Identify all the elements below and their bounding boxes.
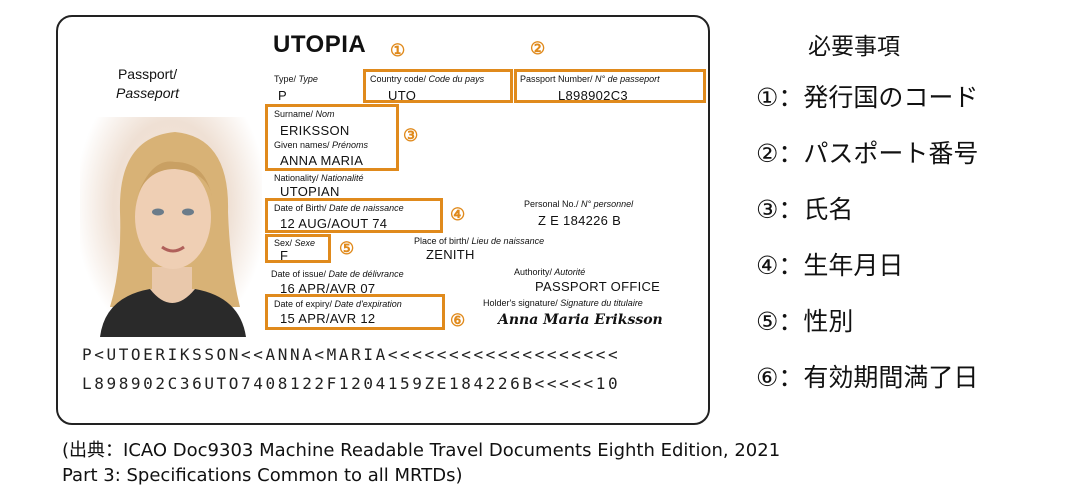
source-line-1: (出典：ICAO Doc9303 Machine Readable Travel… — [62, 440, 781, 461]
marker-4: ④ — [450, 205, 466, 224]
personal-no-label: Personal No./ N° personnel — [524, 199, 634, 209]
authority-value: PASSPORT OFFICE — [535, 279, 661, 294]
doc-title-en: Passport/ — [117, 66, 178, 82]
issuing-state-name: UTOPIA — [273, 31, 367, 58]
holder-signature: Anna Maria Eriksson — [498, 312, 663, 328]
requirement-item: ⑤：性別 — [756, 307, 854, 336]
place-of-birth-value: ZENITH — [426, 247, 475, 262]
passport-specimen: Passport/ Passeport UTOPIA ① ② Type/ Typ… — [56, 15, 710, 425]
sex-value: F — [280, 248, 289, 263]
expiry-highlight — [265, 294, 445, 330]
surname-value: ERIKSSON — [280, 123, 350, 138]
mrz-line-2: L898902C36UTO7408122F1204159ZE184226B<<<… — [82, 374, 621, 393]
marker-6: ⑥ — [450, 311, 466, 330]
type-label: Type/ Type — [274, 74, 318, 84]
passport-number-label: Passport Number/ N° de passeport — [520, 74, 660, 84]
given-names-label: Given names/ Prénoms — [274, 140, 369, 150]
marker-3: ③ — [403, 126, 419, 145]
place-of-birth-label: Place of birth/ Lieu de naissance — [414, 236, 545, 246]
sex-label: Sex/ Sexe — [274, 238, 316, 248]
requirements-title: 必要事項 — [808, 34, 900, 60]
source-line-2: Part 3: Specifications Common to all MRT… — [62, 465, 463, 486]
nationality-label: Nationality/ Nationalité — [274, 173, 364, 183]
requirement-item: ③：氏名 — [756, 195, 854, 224]
mrz-line-1: P<UTOERIKSSON<<ANNA<MARIA<<<<<<<<<<<<<<<… — [82, 345, 621, 364]
marker-1: ① — [390, 41, 406, 60]
surname-label: Surname/ Nom — [274, 109, 335, 119]
document-title: Passport/ Passeport — [116, 65, 179, 103]
given-names-value: ANNA MARIA — [280, 153, 364, 168]
authority-label: Authority/ Autorité — [514, 267, 586, 277]
expiry-value: 15 APR/AVR 12 — [280, 311, 376, 326]
portrait-image — [100, 132, 246, 337]
requirements-list: ①：発行国のコード ②：パスポート番号 ③：氏名 ④：生年月日 ⑤：性別 ⑥：有… — [756, 78, 978, 414]
expiry-label: Date of expiry/ Date d'expiration — [274, 299, 402, 309]
holder-photo — [80, 117, 262, 337]
requirement-item: ⑥：有効期間満了日 — [756, 363, 979, 392]
signature-label: Holder's signature/ Signature du titulai… — [483, 298, 643, 308]
marker-5: ⑤ — [339, 239, 355, 258]
type-value: P — [278, 88, 287, 103]
sex-highlight — [265, 234, 331, 263]
issue-date-label: Date of issue/ Date de délivrance — [271, 269, 404, 279]
issue-date-value: 16 APR/AVR 07 — [280, 281, 376, 296]
nationality-value: UTOPIAN — [280, 184, 340, 199]
country-code-highlight — [363, 69, 513, 103]
country-code-value: UTO — [388, 88, 417, 103]
source-citation: (出典：ICAO Doc9303 Machine Readable Travel… — [62, 438, 780, 488]
requirement-item: ④：生年月日 — [756, 251, 904, 280]
marker-2: ② — [530, 39, 546, 58]
dob-label: Date of Birth/ Date de naissance — [274, 203, 404, 213]
personal-no-value: Z E 184226 B — [538, 213, 622, 228]
passport-number-value: L898902C3 — [558, 88, 628, 103]
dob-highlight — [265, 198, 443, 233]
requirement-item: ①：発行国のコード — [756, 83, 979, 112]
country-code-label: Country code/ Code du pays — [370, 74, 485, 84]
passport-number-highlight — [514, 69, 706, 103]
requirement-item: ②：パスポート番号 — [756, 139, 979, 168]
doc-title-fr: Passeport — [116, 85, 180, 101]
name-highlight — [265, 104, 399, 171]
dob-value: 12 AUG/AOUT 74 — [280, 216, 388, 231]
